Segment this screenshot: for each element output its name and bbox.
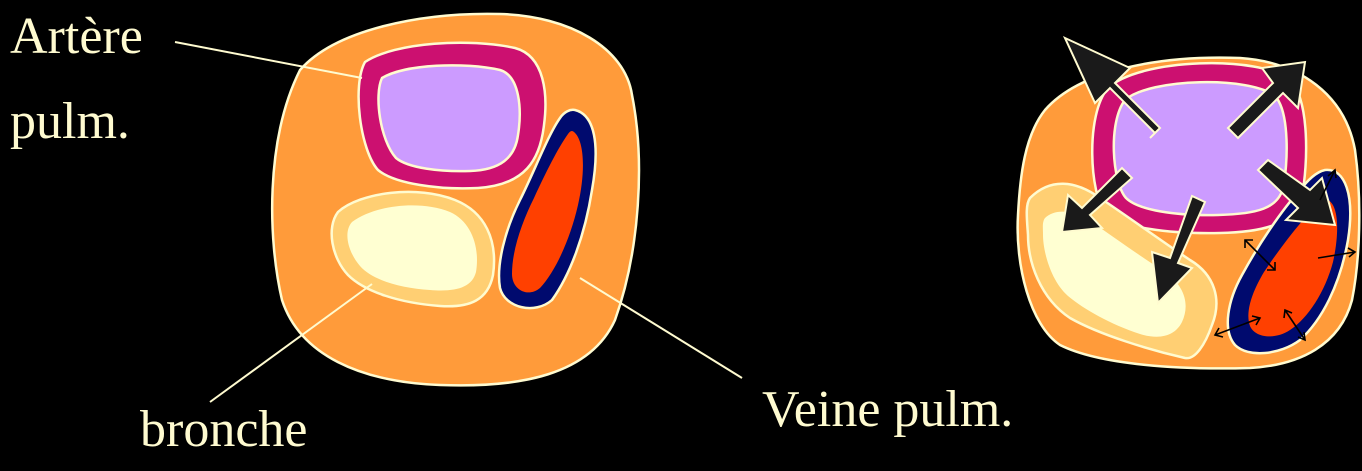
vein-label: Veine pulm. <box>762 383 1013 437</box>
normal-section <box>272 14 639 386</box>
artery-label-line1: Artère <box>10 10 143 64</box>
distended-section <box>1018 38 1360 368</box>
artery-label-line2: pulm. <box>10 95 130 149</box>
normal-artery-lumen <box>378 65 519 171</box>
bronchus-label: bronche <box>140 403 307 457</box>
